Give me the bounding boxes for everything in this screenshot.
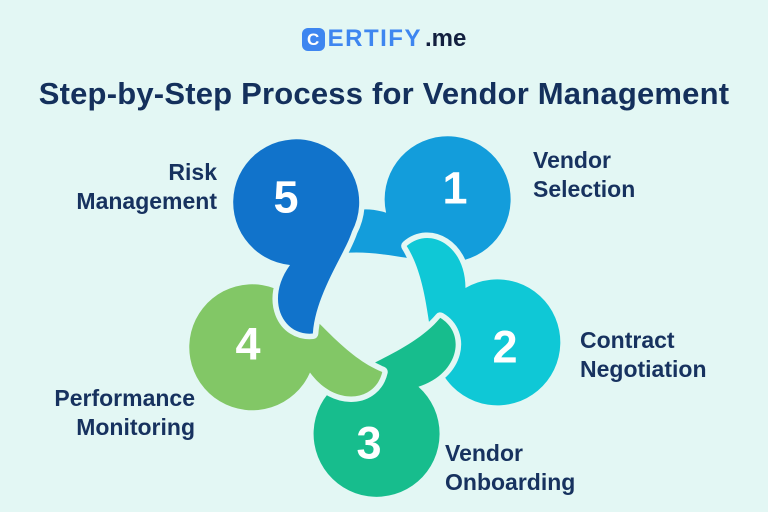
step-number-5: 5	[273, 172, 298, 223]
step-label-line: Performance	[54, 385, 195, 411]
step-number-2: 2	[492, 322, 517, 373]
brand-logo: C ERTIFY .me	[0, 27, 768, 51]
step-label-line: Vendor	[445, 440, 523, 466]
step-label-performance-monitoring: Performance Monitoring	[54, 384, 195, 442]
step-label-line: Onboarding	[445, 469, 576, 495]
step-label-line: Vendor	[533, 147, 611, 173]
step-label-line: Monitoring	[76, 414, 195, 440]
step-label-vendor-onboarding: Vendor Onboarding	[445, 439, 575, 497]
step-label-line: Contract	[580, 327, 675, 353]
logo-c-badge: C	[301, 27, 325, 51]
step-label-line: Negotiation	[580, 356, 707, 382]
step-number-1: 1	[442, 163, 467, 214]
step-number-4: 4	[235, 319, 260, 370]
step-label-contract-negotiation: Contract Negotiation	[580, 326, 707, 384]
step-label-line: Selection	[533, 176, 636, 202]
logo-suffix-text: .me	[424, 25, 467, 52]
step-number-3: 3	[356, 418, 381, 469]
page-title: Step-by-Step Process for Vendor Manageme…	[38, 76, 730, 111]
step-label-risk-management: Risk Management	[76, 158, 217, 216]
step-label-vendor-selection: Vendor Selection	[533, 146, 635, 204]
step-label-line: Risk	[168, 159, 217, 185]
step-label-line: Management	[76, 188, 217, 214]
logo-brand-text: ERTIFY	[327, 25, 422, 52]
